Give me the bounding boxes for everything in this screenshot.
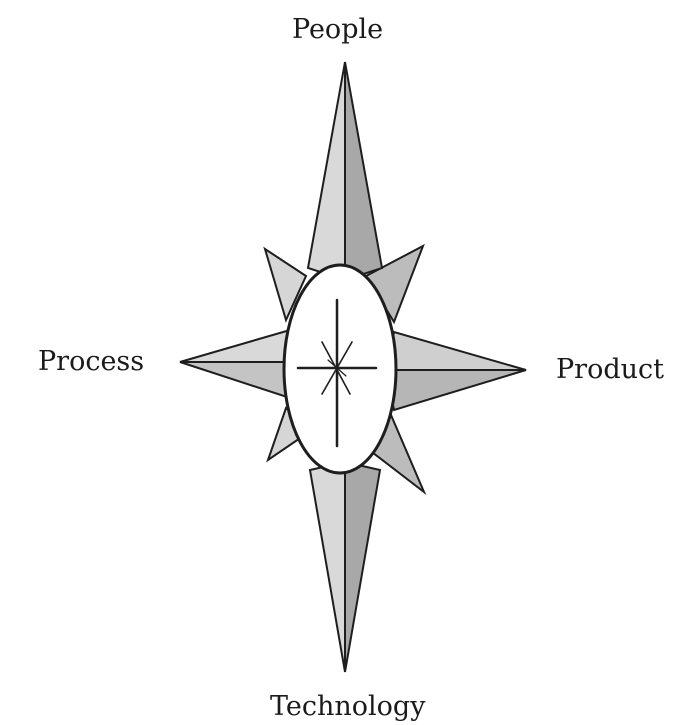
- point-process-upper: [180, 330, 298, 362]
- label-people: People: [292, 16, 383, 43]
- point-technology-light: [310, 462, 345, 672]
- point-product-upper: [386, 332, 526, 370]
- point-people-light: [308, 62, 345, 280]
- point-product-lower: [386, 370, 526, 410]
- point-people-dark: [345, 62, 382, 280]
- label-process: Process: [38, 348, 144, 375]
- label-product: Product: [556, 356, 664, 383]
- label-technology: Technology: [270, 693, 425, 720]
- point-process-lower: [180, 362, 298, 398]
- point-technology-dark: [345, 462, 380, 672]
